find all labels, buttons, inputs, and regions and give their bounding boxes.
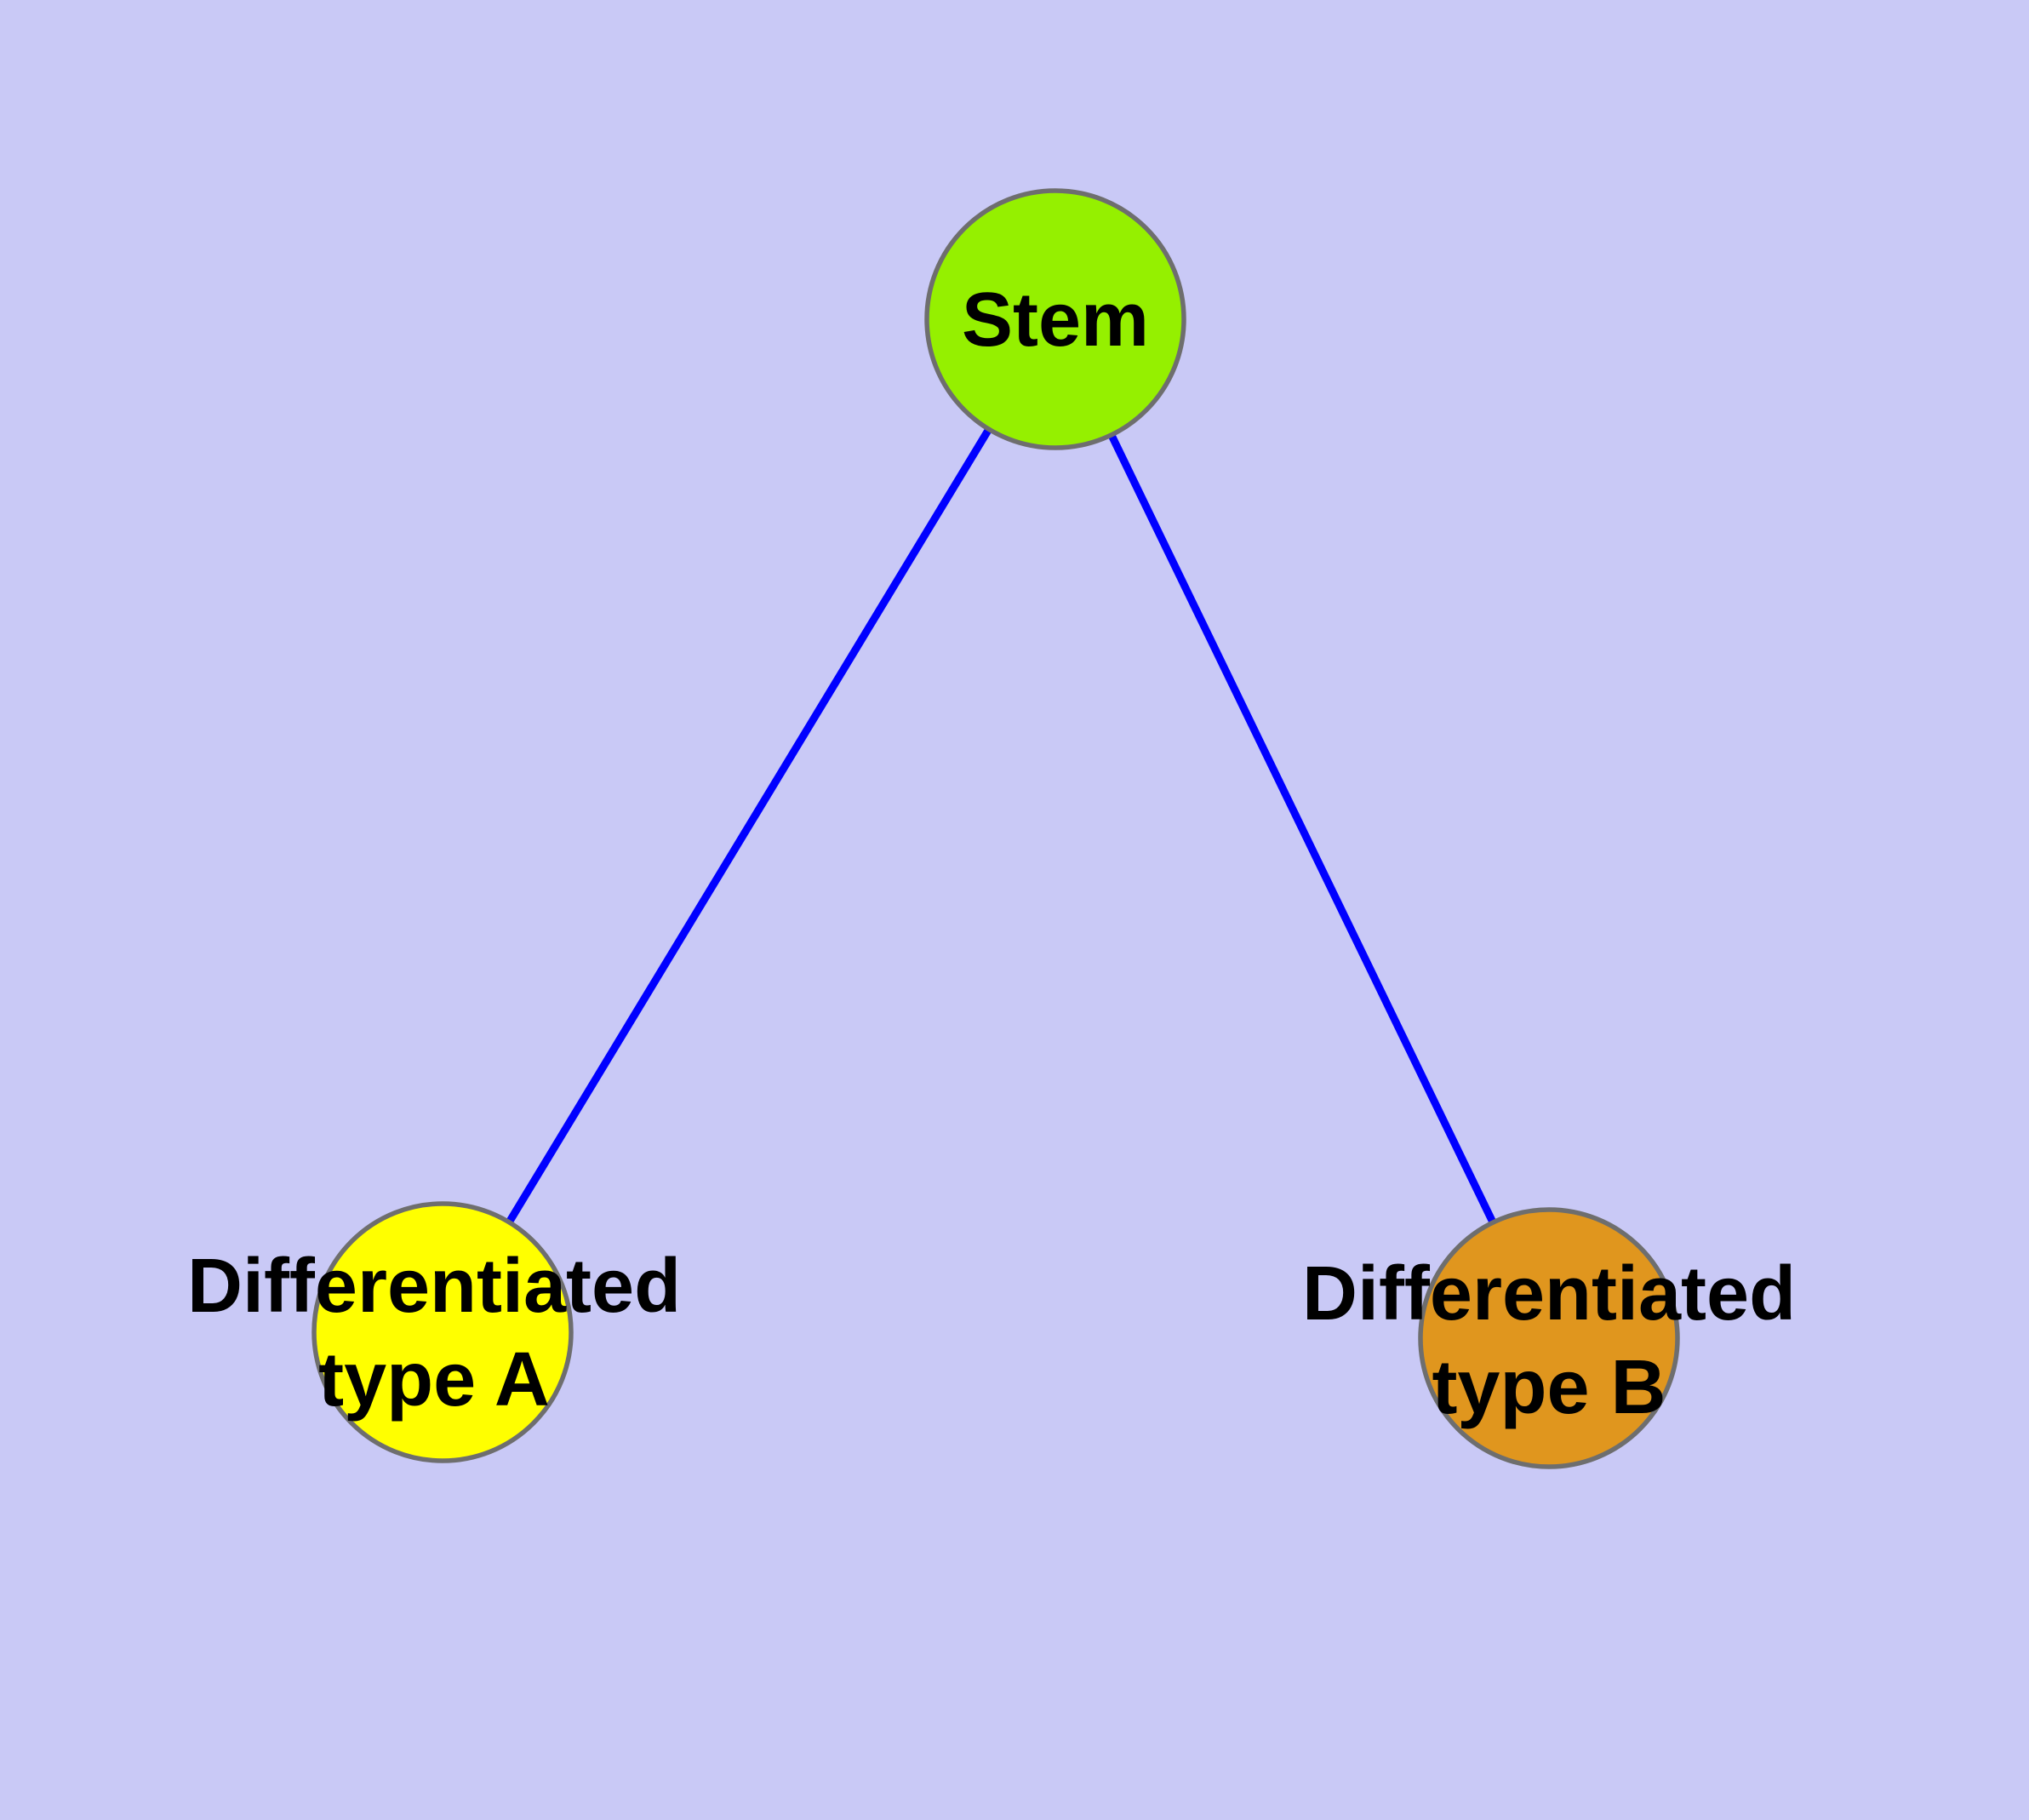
node-circle-stem <box>924 188 1186 450</box>
edge-stem-to-type-a <box>439 317 1059 1335</box>
node-circle-differentiated-type-a <box>311 1201 574 1463</box>
edge-stem-to-type-b <box>1051 318 1553 1340</box>
node-label-differentiated-type-b: Differentiated type B <box>1301 1251 1797 1430</box>
node-label-stem: Stem <box>961 278 1150 363</box>
node-circle-differentiated-type-b <box>1418 1207 1680 1469</box>
node-label-differentiated-type-a: Differentiated type A <box>186 1244 682 1422</box>
